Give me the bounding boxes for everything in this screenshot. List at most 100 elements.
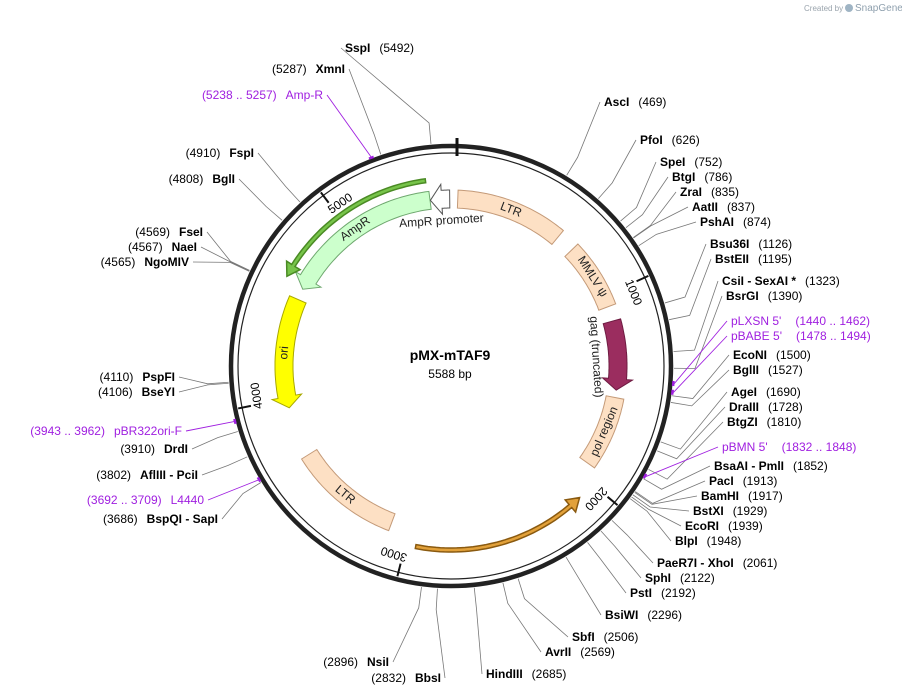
primer-pbmn-5: pBMN 5'(1832 .. 1848) [722,440,856,454]
site-position: (1390) [768,289,803,303]
primer-name: pBR322ori-F [114,424,182,438]
site-name: NsiI [367,655,389,669]
site-leader [643,465,711,490]
primer-leader [326,94,372,158]
site-name: FseI [179,225,203,239]
primer-name: pBABE 5' [731,329,782,343]
site-position: (837) [727,200,755,214]
primer-range: (5238 .. 5257) [202,88,277,102]
site-name: BspQI - SapI [147,512,218,526]
site-name: XmnI [316,62,345,76]
site-position: (752) [694,155,722,169]
site-pspfi: (4110)PspFI [100,370,175,384]
site-name: CsiI - SexAI * [722,274,796,288]
primer-pbabe-5: pBABE 5'(1478 .. 1494) [731,329,871,343]
site-leader [600,530,642,579]
site-nsii: (2896) NsiI [323,655,389,669]
site-leader [221,482,262,520]
site-position: (2506) [604,630,639,644]
site-leader [632,494,690,512]
site-position: (835) [711,185,739,199]
site-leader [664,243,707,304]
site-name: BstEII [715,252,749,266]
site-name: FspI [229,146,254,160]
tick-mark [636,274,649,283]
site-leader [671,354,730,399]
primer-binding-mark [368,155,375,160]
primer-leader [673,320,728,384]
site-name: SpeI [660,155,685,169]
site-leader [178,376,229,385]
primer-range: (3943 .. 3962) [30,424,105,438]
site-position: (2896) [323,655,358,669]
feature-label-ori: ori [276,346,291,360]
primer-binding-mark [233,418,237,425]
site-bsiwi: BsiWI(2296) [605,608,682,622]
site-btgzi: BtgZI(1810) [727,415,801,429]
site-name: BsrGI [726,289,759,303]
primer-leader [185,421,235,432]
site-leader [657,406,726,460]
site-leader [348,68,382,155]
site-leader [633,206,689,239]
site-bsteii: BstEII(1195) [715,252,792,266]
site-csii-sexai: CsiI - SexAI * (1323) [722,274,840,288]
primer-binding-mark [670,389,674,395]
site-position: (1948) [707,534,742,548]
site-leader [257,152,301,203]
site-name: AscI [604,95,629,109]
site-leader [669,258,712,321]
site-bspqi-sapi: (3686)BspQI - SapI [103,512,218,526]
site-name: BamHI [701,489,739,503]
site-position: (2569) [580,645,615,659]
tick-mark [237,404,252,410]
primer-range: (3692 .. 3709) [87,493,162,507]
primer-range: (1832 .. 1848) [782,440,857,454]
site-name: BstXI [693,504,724,518]
feature-mmlv [564,243,617,311]
site-name: SbfI [572,630,595,644]
feature-label-ampr-promoter: AmpR promoter [399,211,484,231]
site-name: PfoI [640,133,663,147]
site-leader [673,280,719,352]
site-leader [192,261,250,272]
tick-mark [320,191,330,204]
site-leader [670,369,730,407]
primer-l4440: (3692 .. 3709) L4440 [87,493,204,507]
site-sphi: SphI(2122) [645,571,715,585]
site-position: (1852) [793,459,828,473]
site-pshai: PshAI (874) [700,215,771,229]
site-name: AgeI [731,385,757,399]
primer-name: L4440 [171,493,205,507]
tick-label: 3000 [379,544,409,565]
primer-binding-mark [256,476,262,483]
site-name: DraIII [729,400,759,414]
site-bglii: BglII(1527) [733,363,803,377]
site-name: PstI [630,586,652,600]
site-position: (2685) [532,667,567,681]
feature-ltr [456,189,565,246]
primer-range: (1440 .. 1462) [795,314,870,328]
site-name: PshAI [700,215,734,229]
site-name: NaeI [172,240,197,254]
site-position: (874) [743,215,771,229]
site-name: NgoMIV [144,255,189,269]
primer-leader [645,446,719,477]
site-draiii: DraIII(1728) [729,400,803,414]
primer-name: Amp-R [286,88,324,102]
site-position: (4106) [98,385,133,399]
site-blpi: BlpI(1948) [675,534,741,548]
site-bsaai-pmli: BsaAI - PmlI(1852) [714,459,828,473]
site-position: (1323) [805,274,840,288]
site-leader [629,498,672,542]
site-afliii-pcii: (3802)AflIII - PciI [96,468,198,482]
site-position: (469) [638,95,666,109]
site-name: BseYI [142,385,175,399]
site-position: (1917) [748,489,783,503]
site-leader [502,582,542,653]
site-sbfi: SbfI (2506) [572,630,638,644]
site-leader [620,161,657,222]
site-leader [191,431,238,450]
